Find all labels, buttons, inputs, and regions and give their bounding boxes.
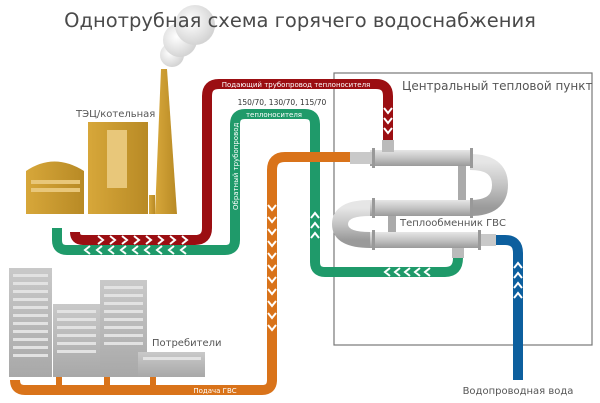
return-pipe-label-h: теплоносителя (246, 111, 302, 119)
diagram-title: Однотрубная схема горячего водоснабжения (64, 9, 536, 32)
flow-arrows (83, 107, 523, 332)
consumer-buildings (9, 268, 205, 387)
plant-label: ТЭЦ/котельная (75, 109, 155, 120)
heat-exchanger (331, 140, 509, 258)
supply-pipe-label: Подающий трубопровод теплоносителя (222, 81, 371, 89)
hot-water-supply-label: Подача ГВС (193, 387, 236, 395)
tap-water-label: Водопроводная вода (463, 386, 574, 397)
consumers-label: Потребители (152, 338, 222, 349)
cold-water-pipe (496, 235, 523, 380)
temperature-label: 150/70, 130/70, 115/70 (238, 98, 327, 107)
smoke-clouds (160, 5, 215, 67)
exchanger-label: Теплообменник ГВС (399, 218, 506, 229)
hot-water-pipe (10, 152, 355, 395)
central-point-label: Центральный тепловой пункт (402, 79, 592, 93)
return-pipe-label-v: Обратный трубопровод (232, 123, 240, 210)
power-plant (26, 69, 177, 214)
supply-pipe (70, 79, 393, 245)
